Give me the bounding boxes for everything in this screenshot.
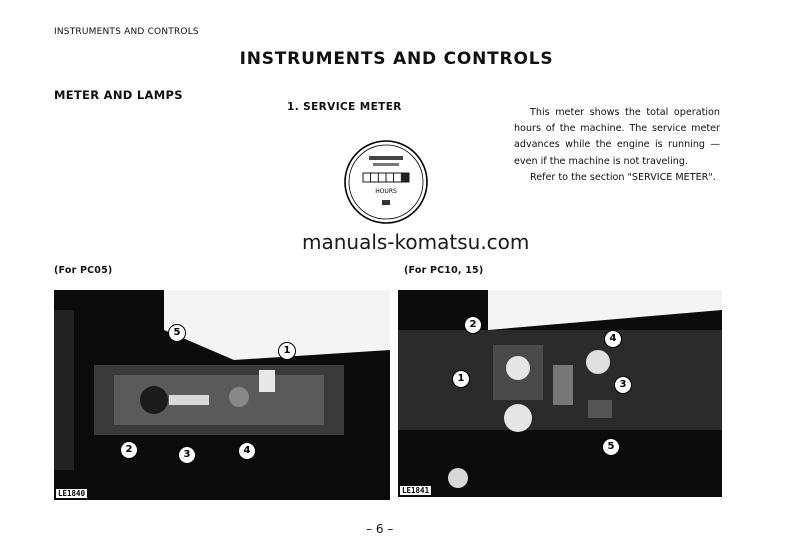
photo-pc05-shapes (54, 290, 390, 500)
running-head: INSTRUMENTS AND CONTROLS (54, 27, 199, 37)
description-paragraph-1: This meter shows the total operation hou… (514, 107, 720, 167)
photo-id-label: LE1840 (56, 489, 88, 498)
callout-3: 3 (178, 446, 196, 464)
callout-2: 2 (120, 441, 138, 459)
callout-2: 2 (464, 316, 482, 334)
callout-4: 4 (238, 442, 256, 460)
callout-5: 5 (602, 438, 620, 456)
section-title: METER AND LAMPS (54, 88, 183, 102)
photo-id-label: LE1841 (400, 486, 432, 495)
page-number: – 6 – (366, 522, 394, 536)
service-meter-illustration: HOURS (344, 140, 428, 224)
figure-caption-pc10-15: (For PC10, 15) (404, 265, 484, 276)
photo-pc05-instrument-panel: 5 1 2 3 4 LE1840 (54, 290, 390, 500)
callout-1: 1 (278, 342, 296, 360)
callout-4: 4 (604, 330, 622, 348)
photo-pc10-15-shapes (398, 290, 722, 497)
callout-5: 5 (168, 324, 186, 342)
description-text: This meter shows the total operation hou… (514, 105, 720, 186)
figure-caption-pc05: (For PC05) (54, 265, 113, 276)
photo-pc10-15-instrument-panel: 2 4 1 3 5 LE1841 (398, 290, 722, 497)
callout-3: 3 (614, 376, 632, 394)
watermark: manuals-komatsu.com (302, 230, 530, 254)
subsection-title: 1. SERVICE METER (287, 101, 402, 113)
page-title: INSTRUMENTS AND CONTROLS (239, 49, 554, 69)
description-paragraph-2: Refer to the section "SERVICE METER". (530, 171, 716, 183)
meter-hours-label: HOURS (375, 188, 397, 195)
callout-1: 1 (452, 370, 470, 388)
